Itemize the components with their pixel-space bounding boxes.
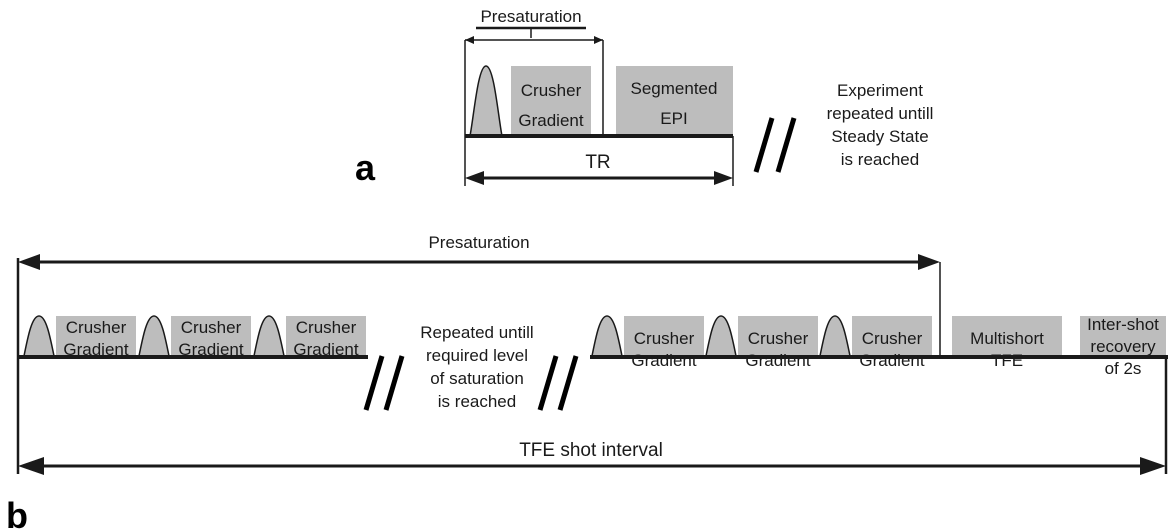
panel-a-segmented-line1: Segmented (631, 79, 718, 98)
panel-a-crusher-line1: Crusher (521, 81, 582, 100)
panel-b-rf-pulse (138, 315, 170, 357)
panel-a-note-line4: is reached (841, 150, 919, 169)
panel-b-rf-pulse (819, 315, 851, 357)
panel-b-rf-pulse (253, 315, 285, 357)
panel-a-segmented-epi: Segmented EPI (616, 66, 733, 136)
panel-b-crusher-line2: Gradient (63, 340, 128, 359)
panel-a-crusher-gradient: Crusher Gradient (511, 66, 591, 136)
panel-b-repeat-line4: is reached (438, 392, 516, 411)
panel-b-crusher-line2: Gradient (631, 351, 696, 370)
panel-b-crusher-group-right: Crusher Gradient Crusher Gradient Crushe… (591, 315, 932, 370)
panel-b-repeat-line2: required level (426, 346, 528, 365)
panel-b-tfe-interval-arrow: TFE shot interval (18, 357, 1168, 475)
panel-b-interval-label: TFE shot interval (519, 440, 663, 461)
panel-b-repeat-line1: Repeated untill (420, 323, 533, 342)
panel-b-intershot-recovery: Inter-shot recovery of 2s (1080, 315, 1166, 378)
panel-a-note-line2: repeated untill (827, 104, 934, 123)
panel-b-break-slashes-left (363, 355, 405, 411)
panel-b-recovery-line3: of 2s (1105, 359, 1142, 378)
panel-b-multishot-line2: TFE (991, 351, 1023, 370)
panel-a-note: Experiment repeated untill Steady State … (827, 81, 934, 169)
panel-b-break-slashes-right (537, 355, 579, 411)
panel-b-recovery-line2: recovery (1090, 337, 1156, 356)
panel-a-tr-arrow: TR (464, 136, 734, 186)
panel-b-crusher-line1: Crusher (296, 318, 357, 337)
panel-b-multishot-line1: Multishort (970, 329, 1044, 348)
panel-b-crusher-group-left: Crusher Gradient Crusher Gradient Crushe… (23, 315, 366, 359)
panel-b-crusher-line2: Gradient (859, 351, 924, 370)
panel-a-presaturation-label: Presaturation (480, 7, 581, 26)
panel-b-recovery-line1: Inter-shot (1087, 315, 1159, 334)
panel-b-rf-pulse (705, 315, 737, 357)
panel-b-crusher-line1: Crusher (66, 318, 127, 337)
panel-b-crusher-line1: Crusher (862, 329, 923, 348)
panel-a-rf-pulse (469, 65, 503, 137)
panel-b: b Presaturation Crusher Gradient Crusher… (6, 233, 1168, 532)
panel-b-crusher-line2: Gradient (178, 340, 243, 359)
panel-a-crusher-line2: Gradient (518, 111, 583, 130)
panel-b-multishot-tfe: Multishort TFE (952, 316, 1062, 370)
panel-a-note-line1: Experiment (837, 81, 923, 100)
panel-a-presaturation-bracket: Presaturation (464, 7, 604, 136)
panel-a-break-slashes (753, 117, 797, 173)
panel-b-rf-pulse (591, 315, 623, 357)
panel-a-segmented-line2: EPI (660, 109, 687, 128)
panel-b-crusher-line1: Crusher (181, 318, 242, 337)
panel-b-rf-pulse (23, 315, 55, 357)
panel-a-note-line3: Steady State (831, 127, 928, 146)
panel-a-tr-label: TR (585, 152, 610, 173)
panel-b-crusher-line2: Gradient (745, 351, 810, 370)
panel-b-presaturation-label: Presaturation (428, 233, 529, 252)
panel-b-presaturation-arrow: Presaturation (18, 233, 941, 356)
panel-b-crusher-line1: Crusher (748, 329, 809, 348)
panel-a: a Presaturation Crusher Gradient Segment… (355, 7, 933, 188)
panel-a-label: a (355, 147, 376, 188)
panel-b-repeat-line3: of saturation (430, 369, 524, 388)
panel-b-crusher-line2: Gradient (293, 340, 358, 359)
panel-b-repeat-note: Repeated untill required level of satura… (420, 323, 533, 411)
panel-b-crusher-line1: Crusher (634, 329, 695, 348)
panel-b-label: b (6, 495, 28, 532)
